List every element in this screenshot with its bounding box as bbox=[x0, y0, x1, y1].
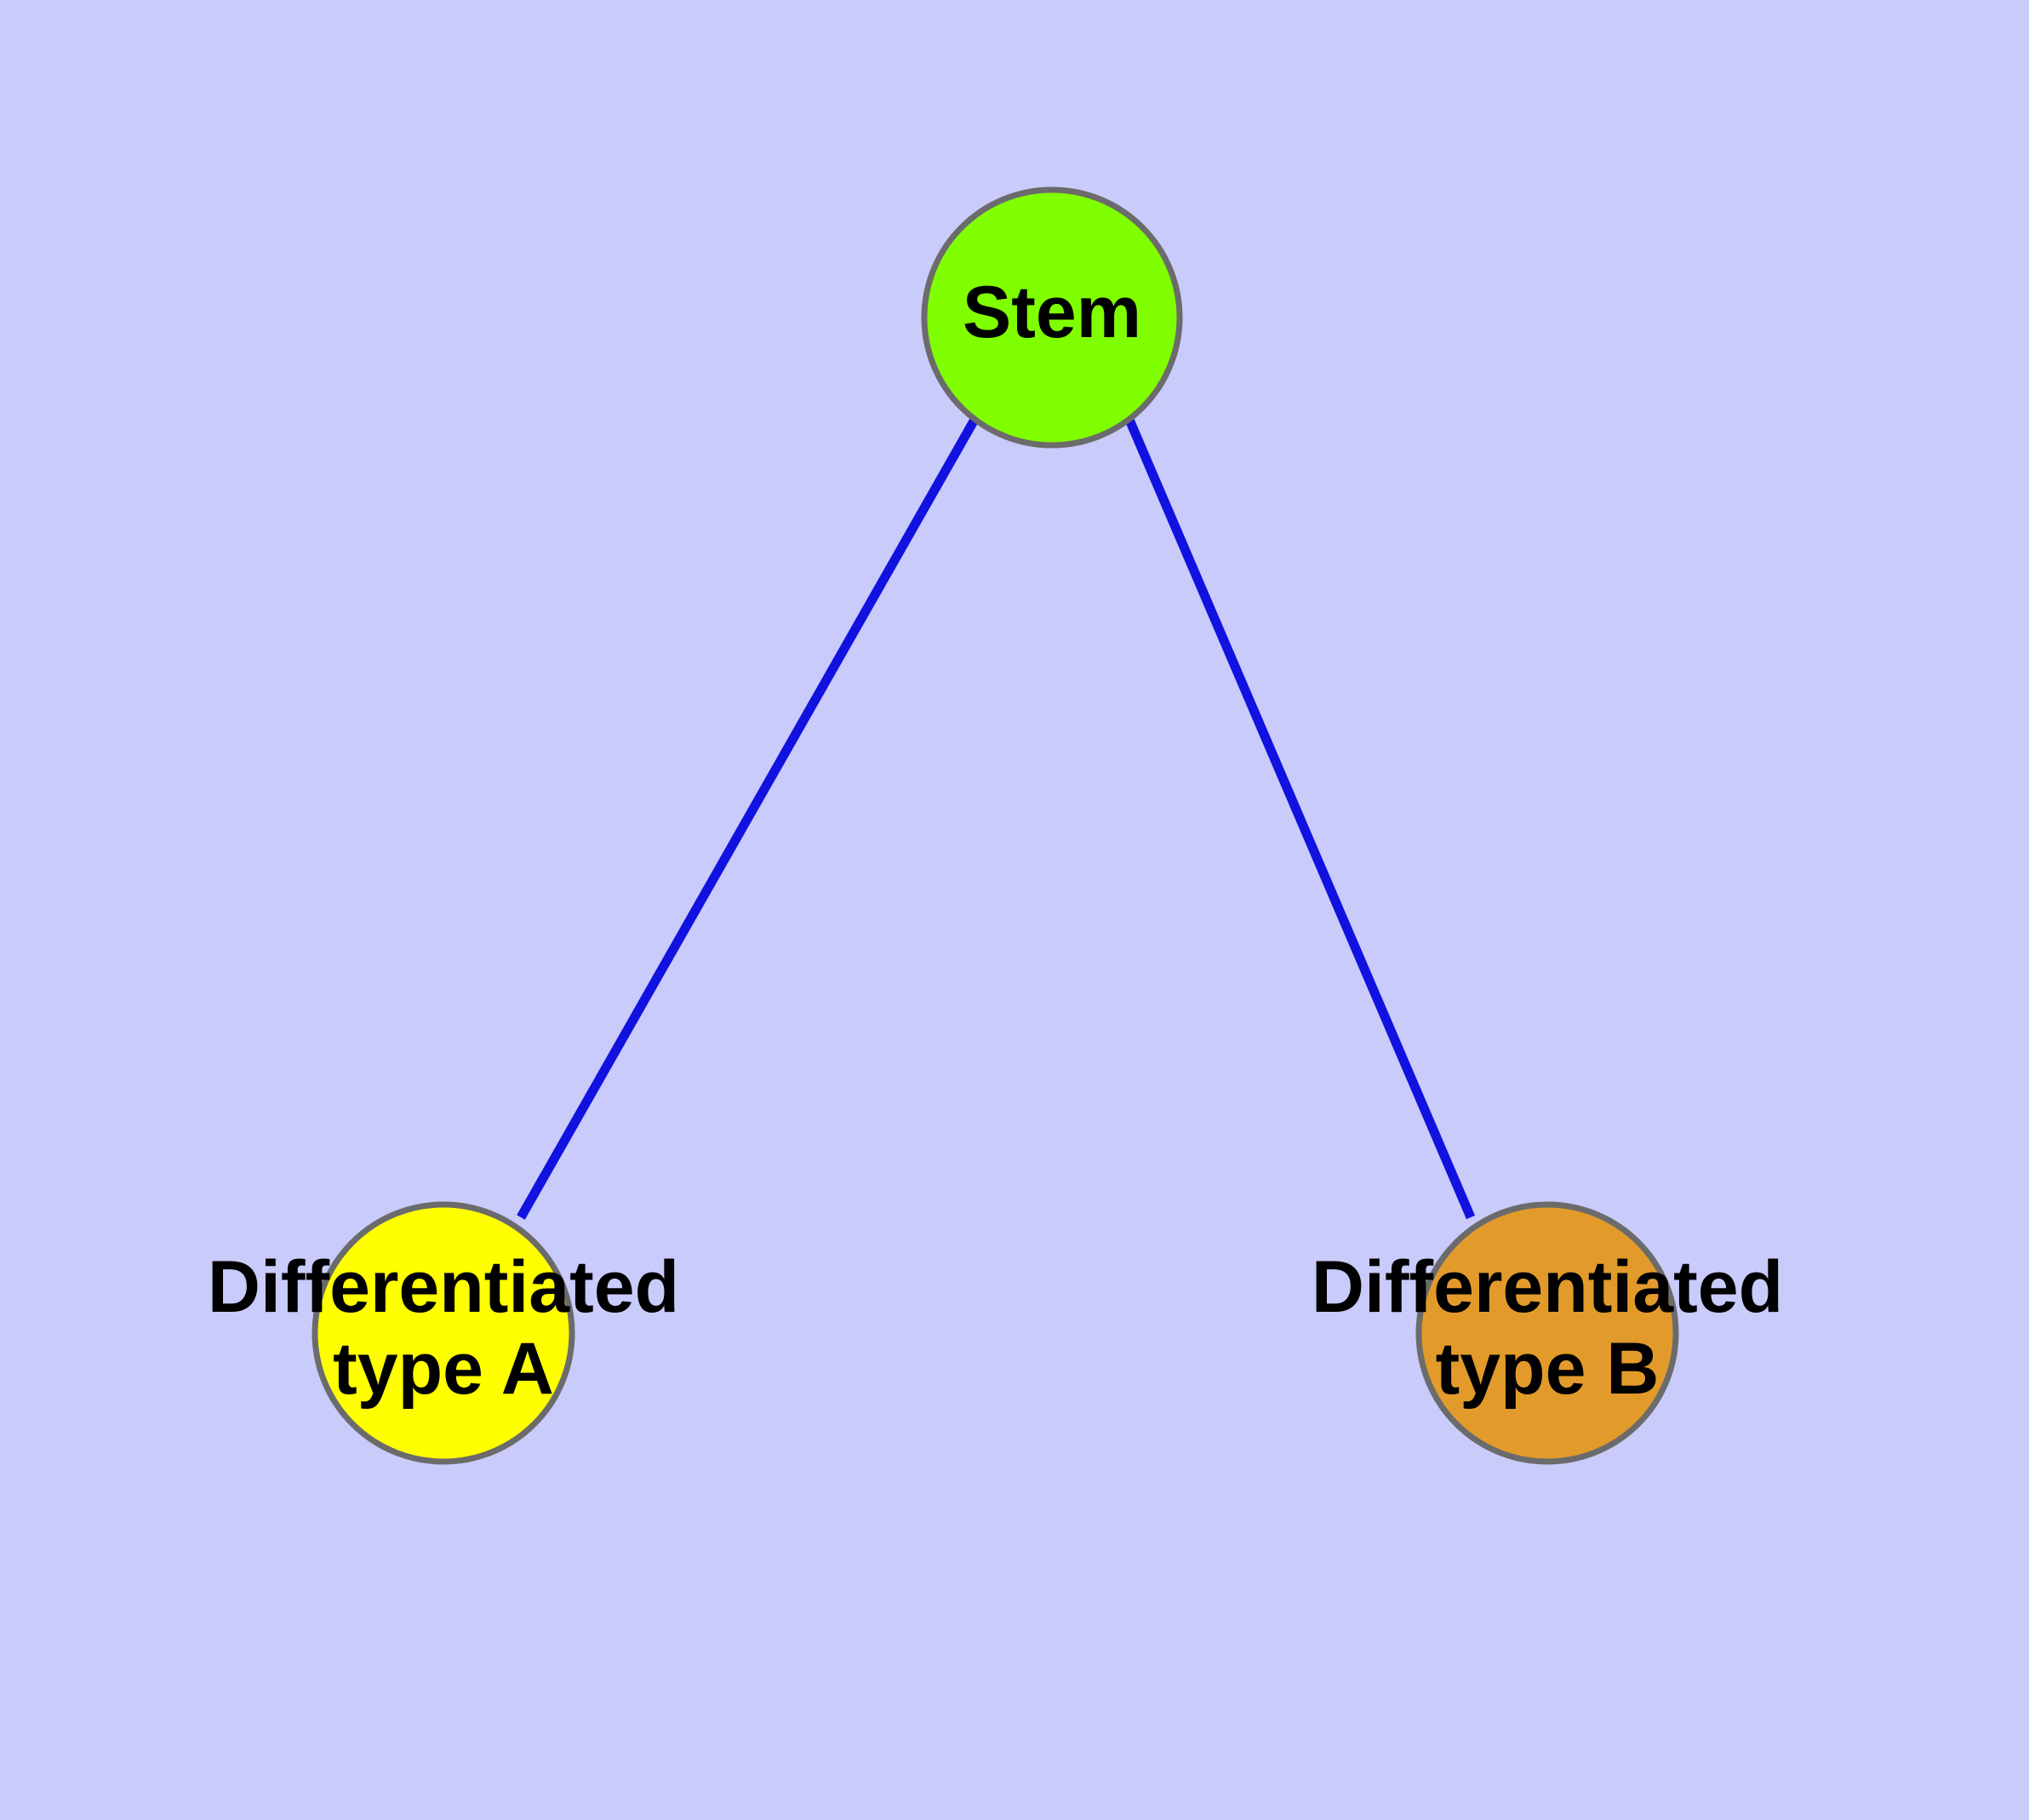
node-label-line: type B bbox=[1436, 1328, 1660, 1410]
node-diff-b[interactable] bbox=[1415, 1201, 1679, 1465]
node-label-line: Differentiated bbox=[208, 1246, 679, 1328]
nodes-layer bbox=[311, 186, 1679, 1465]
node-label-line: Stem bbox=[963, 272, 1141, 353]
edge-stem-to-diff-b[interactable] bbox=[1124, 417, 1476, 1220]
node-label-stem: Stem bbox=[963, 272, 1141, 353]
edge-stem-to-diff-a[interactable] bbox=[517, 417, 979, 1220]
edges-layer bbox=[517, 417, 1476, 1220]
node-diff-a[interactable] bbox=[311, 1201, 575, 1465]
node-stem[interactable] bbox=[921, 186, 1183, 449]
node-label-line: Differentiated bbox=[1312, 1246, 1783, 1328]
node-label-line: type A bbox=[333, 1328, 554, 1410]
